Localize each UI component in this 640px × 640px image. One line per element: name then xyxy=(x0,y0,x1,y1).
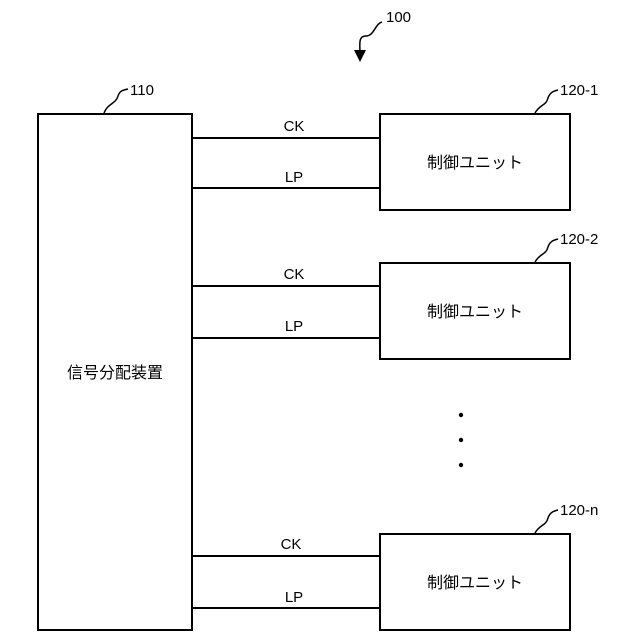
ellipsis-dot-2 xyxy=(459,438,463,442)
ck-label-unit-1: CK xyxy=(284,118,305,135)
control-unit-n-leader xyxy=(535,510,558,533)
distributor-label: 信号分配装置 xyxy=(67,364,163,382)
control-unit-2-ref-label: 120-2 xyxy=(560,231,598,248)
distributor-leader xyxy=(104,89,128,113)
lp-label-unit-n: LP xyxy=(285,589,303,606)
control-unit-1: CK LP 制御ユニット 120-1 xyxy=(192,82,598,210)
ellipsis-dot-1 xyxy=(459,413,463,417)
control-unit-n-ref-label: 120-n xyxy=(560,502,598,519)
system-arrowhead xyxy=(354,50,366,62)
control-unit-2-label: 制御ユニット xyxy=(427,303,523,321)
control-unit-1-ref-label: 120-1 xyxy=(560,82,598,99)
distributor-ref-label: 110 xyxy=(130,82,154,99)
ellipsis-dot-3 xyxy=(459,463,463,467)
system-reference: 100 xyxy=(354,9,411,62)
control-unit-2: CK LP 制御ユニット 120-2 xyxy=(192,231,598,359)
control-unit-n: CK LP 制御ユニット 120-n xyxy=(192,502,598,630)
control-unit-2-leader xyxy=(535,239,558,262)
control-unit-n-label: 制御ユニット xyxy=(427,574,523,592)
ck-label-unit-2: CK xyxy=(284,266,305,283)
system-ref-label: 100 xyxy=(386,9,411,26)
ck-label-unit-n: CK xyxy=(281,536,302,553)
control-unit-1-label: 制御ユニット xyxy=(427,154,523,172)
system-leader-arrow xyxy=(360,22,382,54)
vertical-ellipsis xyxy=(459,413,463,467)
control-unit-1-leader xyxy=(535,90,558,113)
distributor-block: 110 信号分配装置 xyxy=(38,82,192,630)
lp-label-unit-1: LP xyxy=(285,169,303,186)
lp-label-unit-2: LP xyxy=(285,318,303,335)
